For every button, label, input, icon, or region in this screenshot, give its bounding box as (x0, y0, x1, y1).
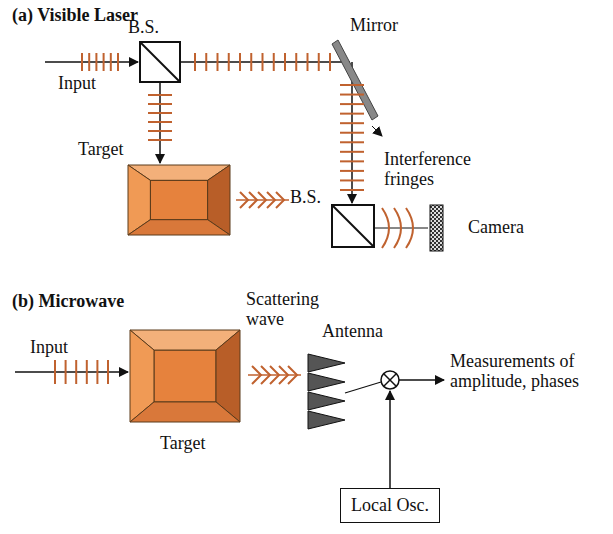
wave-front (340, 151, 364, 153)
wave-front (273, 53, 275, 71)
mirror (332, 40, 378, 120)
wave-front (117, 53, 119, 71)
wave-ticks (55, 53, 413, 429)
wave-front (148, 94, 172, 96)
wave-front (148, 112, 172, 114)
wave-front (340, 94, 364, 96)
wave-front (307, 53, 309, 71)
camera-label: Camera (468, 218, 524, 238)
input-wave (15, 371, 128, 373)
wave-front (340, 103, 364, 105)
scattered-wave (236, 199, 289, 201)
wave-front (340, 170, 364, 172)
beam-splitter (140, 42, 180, 82)
wave-front (340, 132, 364, 134)
target-face (128, 220, 230, 235)
fringes-label: Interference fringes (384, 150, 496, 190)
panel-title: (a) Visible Laser (12, 6, 138, 26)
antenna-line (345, 382, 381, 393)
wave-front (65, 360, 67, 384)
target-face (150, 180, 207, 219)
mixer-symbol (381, 371, 399, 389)
wave-front (54, 360, 56, 384)
wave-front (250, 53, 252, 71)
mixer-cross (384, 374, 396, 386)
beam-splitter (332, 205, 374, 247)
output-label: Measurements of amplitude, phases (450, 352, 608, 392)
wave-front (96, 360, 98, 384)
wave-front (148, 121, 172, 123)
wave-front (340, 160, 364, 162)
camera-sensor (430, 205, 443, 251)
scattered-wave (248, 374, 301, 376)
oscillator-box: Local Osc. (340, 488, 440, 523)
mixer-cross (384, 374, 396, 386)
wave-front (95, 53, 97, 71)
splitter-diagonal (332, 205, 374, 247)
wave-front (340, 189, 364, 191)
wave-front (239, 53, 241, 71)
wave-front (295, 53, 297, 71)
wave-front (81, 53, 83, 71)
mirror-label: Mirror (350, 16, 398, 36)
panel-title: (b) Microwave (12, 292, 124, 312)
wave-front (284, 53, 286, 71)
wave-front (148, 139, 172, 141)
wave-front (86, 360, 88, 384)
output-arrow (399, 379, 444, 381)
box-text: Local Osc. (351, 495, 429, 516)
input-label: Input (30, 338, 68, 358)
wave-front (318, 53, 320, 71)
fringe-arc (382, 208, 389, 248)
wave-front (340, 179, 364, 181)
wave-front (340, 113, 364, 115)
input-label: Input (58, 74, 96, 94)
horn-antenna (308, 392, 345, 410)
wave-front (329, 53, 331, 71)
fringe-arc (394, 208, 401, 248)
wave-front (103, 53, 105, 71)
horn-antenna (308, 373, 345, 391)
horn-antenna (308, 354, 345, 372)
splitter-diagonal (140, 42, 180, 82)
fringe-arc (406, 208, 413, 248)
lo-line (389, 391, 391, 488)
splitter-label: B.S. (290, 188, 321, 208)
wave-front (75, 360, 77, 384)
input-beam (45, 61, 138, 63)
wave-front (340, 141, 364, 143)
wave-front (205, 53, 207, 71)
wave-front (262, 53, 264, 71)
antenna-label: Antenna (322, 322, 383, 342)
target-label: Target (78, 140, 123, 160)
wave-front (107, 360, 109, 384)
splitter-label: B.S. (128, 18, 159, 38)
horn-antenna (308, 411, 345, 429)
wave-front (194, 53, 196, 71)
wave-front (228, 53, 230, 71)
wave-front (340, 84, 364, 86)
wave-front (340, 122, 364, 124)
mirror-adjust-arrow (372, 126, 382, 136)
wave-front (217, 53, 219, 71)
wave-front (148, 130, 172, 132)
target-label: Target (160, 434, 205, 454)
target-face (154, 350, 216, 402)
target-face (130, 402, 240, 422)
wave-front (88, 53, 90, 71)
wave-front (110, 53, 112, 71)
wave-front (148, 103, 172, 105)
